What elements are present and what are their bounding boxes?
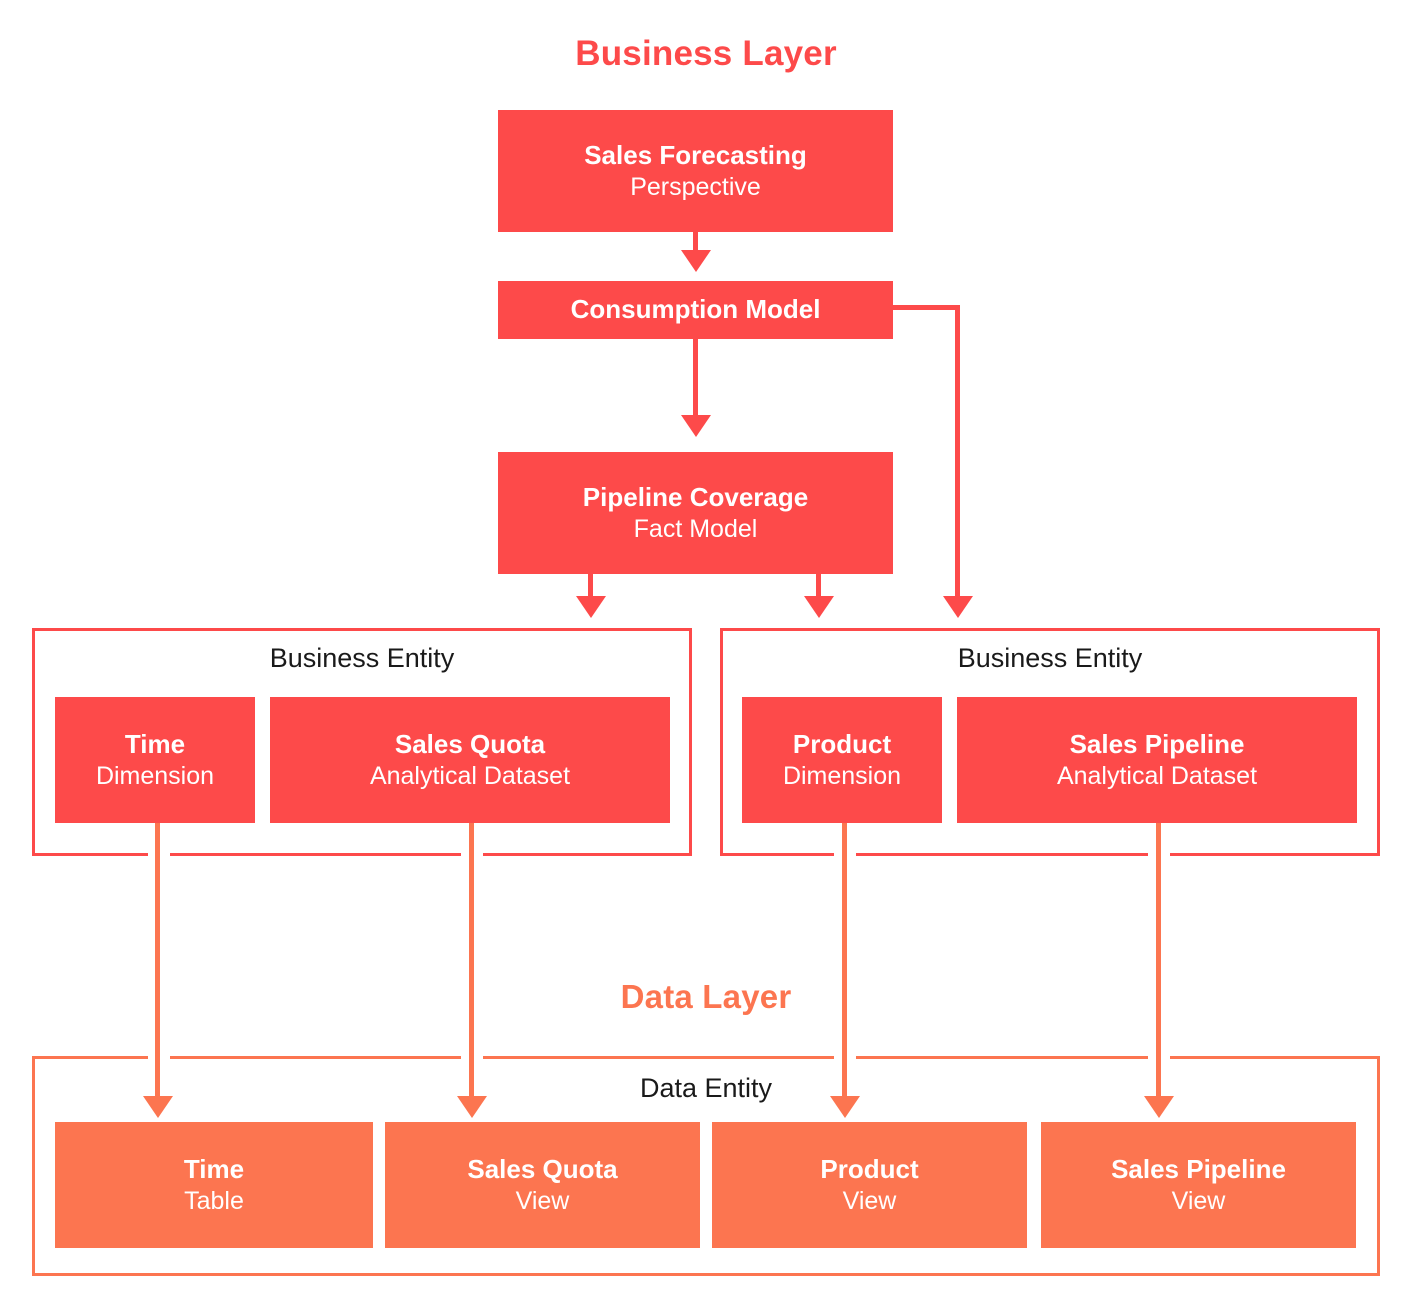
node-title: Time — [183, 1153, 245, 1184]
group-business-entity-right: Business Entity — [720, 628, 1380, 856]
node-business-entity-product[interactable]: Product Dimension — [742, 697, 942, 823]
connector-be-product-to-de-product — [842, 823, 847, 1100]
node-subtitle: Analytical Dataset — [369, 761, 571, 790]
connector-consumption-to-pipeline — [693, 339, 698, 419]
group-label: Data Entity — [639, 1073, 773, 1103]
node-data-entity-product[interactable]: Product View — [712, 1122, 1027, 1248]
node-business-entity-time[interactable]: Time Dimension — [55, 697, 255, 823]
node-subtitle: Dimension — [95, 761, 215, 790]
business-layer-title: Business Layer — [575, 34, 837, 73]
node-subtitle: View — [842, 1186, 897, 1215]
connector-consumption-elbow-vertical — [955, 305, 960, 600]
arrowhead-de-sales-pipeline — [1144, 1096, 1174, 1118]
node-subtitle: Table — [184, 1186, 244, 1215]
node-subtitle: Perspective — [630, 172, 761, 201]
node-data-entity-sales-quota[interactable]: Sales Quota View — [385, 1122, 700, 1248]
node-subtitle: View — [1171, 1186, 1226, 1215]
node-title: Sales Pipeline — [1069, 728, 1245, 759]
arrowhead-consumption-to-right-entity — [943, 596, 973, 618]
group-label: Business Entity — [269, 643, 455, 673]
arrowhead-pipeline-to-right-entity — [804, 596, 834, 618]
group-business-entity-left: Business Entity — [32, 628, 692, 856]
group-data-entity: Data Entity — [32, 1056, 1380, 1276]
node-consumption-model[interactable]: Consumption Model — [498, 281, 893, 339]
node-title: Sales Forecasting — [584, 139, 807, 170]
connector-be-sales-quota-to-de-sales-quota — [469, 823, 474, 1100]
node-business-entity-sales-pipeline[interactable]: Sales Pipeline Analytical Dataset — [957, 697, 1357, 823]
node-subtitle: Analytical Dataset — [1056, 761, 1258, 790]
group-label: Business Entity — [957, 643, 1143, 673]
node-data-entity-time[interactable]: Time Table — [55, 1122, 373, 1248]
node-subtitle: Fact Model — [633, 514, 758, 543]
arrowhead-de-sales-quota — [457, 1096, 487, 1118]
arrowhead-de-product — [830, 1096, 860, 1118]
connector-pipeline-to-right-entity — [816, 574, 821, 600]
node-subtitle: View — [515, 1186, 570, 1215]
node-data-entity-sales-pipeline[interactable]: Sales Pipeline View — [1041, 1122, 1356, 1248]
arrowhead-de-time — [143, 1096, 173, 1118]
connector-forecasting-to-consumption — [693, 232, 698, 254]
arrowhead-forecasting-to-consumption — [681, 250, 711, 272]
data-layer-title: Data Layer — [620, 978, 792, 1015]
arrowhead-pipeline-to-left-entity — [576, 596, 606, 618]
connector-pipeline-to-left-entity — [588, 574, 593, 600]
arrowhead-consumption-to-pipeline — [681, 415, 711, 437]
node-pipeline-coverage[interactable]: Pipeline Coverage Fact Model — [498, 452, 893, 574]
node-title: Sales Quota — [467, 1153, 618, 1184]
node-title: Product — [792, 728, 892, 759]
node-sales-forecasting[interactable]: Sales Forecasting Perspective — [498, 110, 893, 232]
node-subtitle: Dimension — [782, 761, 902, 790]
connector-be-time-to-de-time — [155, 823, 160, 1100]
node-business-entity-sales-quota[interactable]: Sales Quota Analytical Dataset — [270, 697, 670, 823]
node-title: Sales Quota — [394, 728, 546, 759]
node-title: Time — [124, 728, 186, 759]
connector-be-sales-pipeline-to-de-sales-pipeline — [1156, 823, 1161, 1100]
node-title: Product — [820, 1153, 919, 1184]
node-title: Pipeline Coverage — [582, 481, 809, 512]
node-title: Consumption Model — [570, 294, 821, 325]
node-title: Sales Pipeline — [1111, 1153, 1286, 1184]
connector-consumption-elbow-horizontal — [891, 305, 960, 310]
